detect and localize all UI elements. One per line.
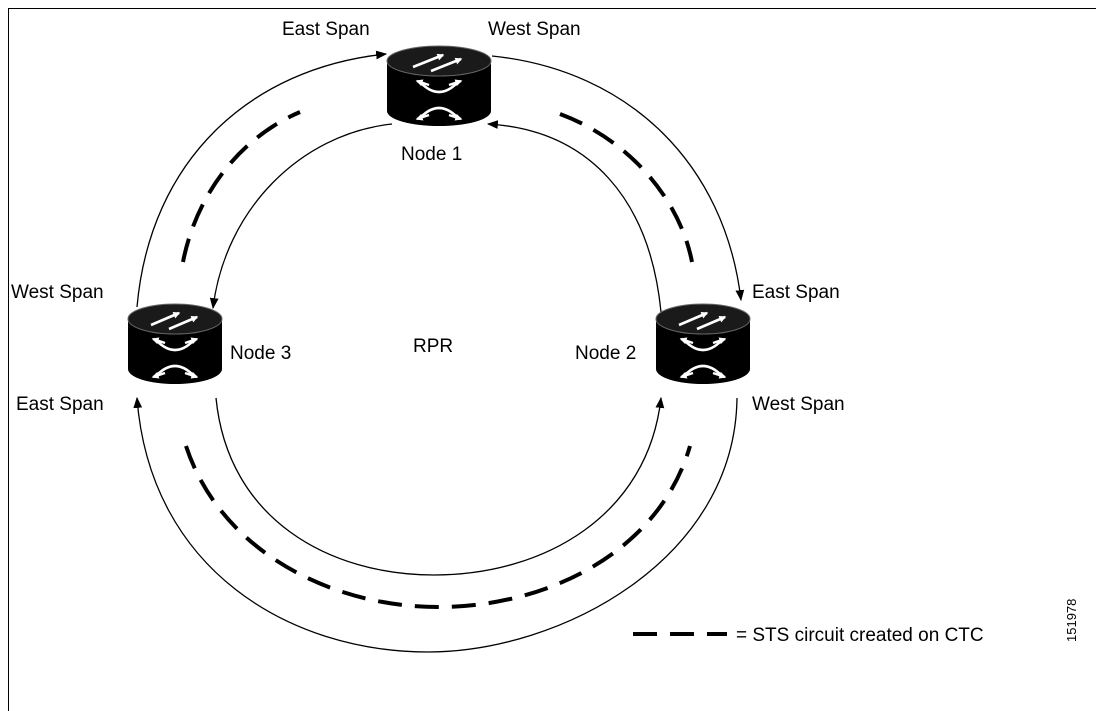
- inner-arc-node3-to-node2: [215, 396, 665, 576]
- node-2-west-span-label: West Span: [752, 394, 845, 415]
- node-3-east-span-label: East Span: [16, 394, 104, 415]
- node-1-east-span-label: East Span: [282, 19, 370, 40]
- inner-arc-node1-to-node3: [209, 123, 393, 310]
- node-1-west-span-label: West Span: [488, 19, 581, 40]
- sts-circuit-dashed-left: [181, 110, 301, 263]
- figure-id: 151978: [1064, 599, 1079, 642]
- node-2-east-span-label: East Span: [752, 282, 840, 303]
- node-1-icon: [386, 45, 492, 126]
- outer-arc-node1-to-node2: [491, 55, 745, 302]
- sts-circuit-dashed-right: [559, 112, 694, 263]
- diagram-frame: [8, 8, 1096, 711]
- node-3-label: Node 3: [230, 343, 291, 364]
- outer-arc-node2-to-node3: [133, 396, 738, 653]
- legend: = STS circuit created on CTC: [633, 625, 984, 646]
- node-3-west-span-label: West Span: [11, 282, 104, 303]
- node-3-icon: [127, 303, 223, 384]
- outer-arc-node3-to-node1: [136, 50, 388, 308]
- ring-label: RPR: [413, 336, 453, 357]
- legend-text: = STS circuit created on CTC: [736, 625, 984, 646]
- sts-circuit-dashed-bottom: [184, 445, 692, 610]
- node-2-icon: [655, 303, 751, 384]
- inner-arc-node2-to-node1: [486, 120, 662, 313]
- node-2-label: Node 2: [575, 343, 636, 364]
- node-1-label: Node 1: [401, 144, 462, 165]
